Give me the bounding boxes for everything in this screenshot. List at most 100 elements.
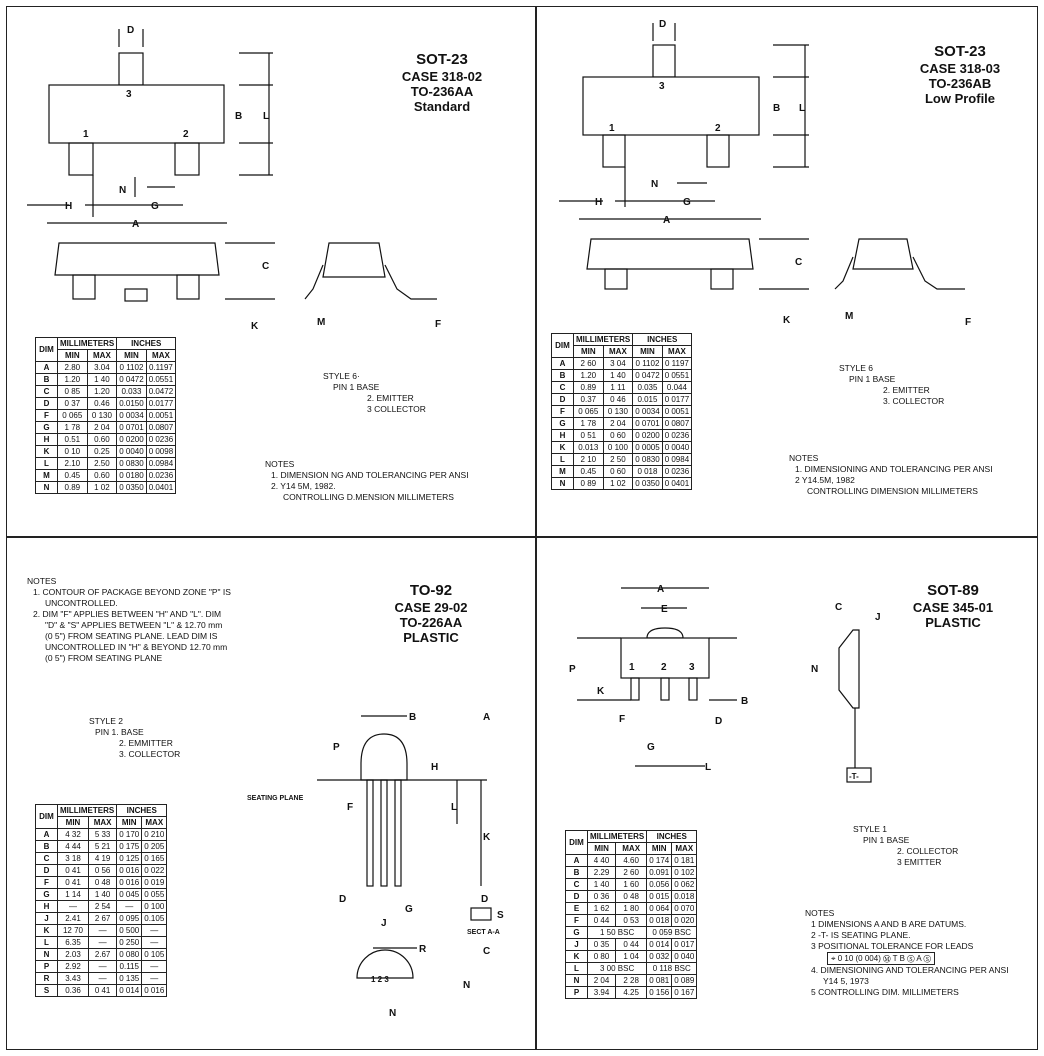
dim-H-label: H xyxy=(431,762,438,773)
lead-1 xyxy=(68,142,94,176)
side-view-body xyxy=(54,242,220,276)
style-block: STYLE 2 PIN 1. BASE 2. EMMITTER 3. COLLE… xyxy=(89,716,181,759)
seating-plane-label: SEATING PLANE xyxy=(247,795,304,802)
dim-F-label: F xyxy=(965,317,971,328)
package-to92: NOTES 1. CONTOUR OF PACKAGE BEYOND ZONE … xyxy=(6,537,536,1050)
dim-M-label: M xyxy=(845,311,853,322)
dim-B-label: B xyxy=(235,111,242,122)
dim-N-label: N xyxy=(651,179,658,190)
dim-B-label: B xyxy=(741,696,748,707)
style-block: STYLE 6 PIN 1 BASE 2. EMITTER 3. COLLECT… xyxy=(839,363,945,406)
pin-1-label: 1 xyxy=(83,129,89,140)
package-drawing: B A P H SEATING PLANE L K F D G J D S SE… xyxy=(247,712,504,1019)
pin-2-label: 2 xyxy=(715,123,721,134)
dim-N-label: N xyxy=(811,664,818,675)
dim-F-label: F xyxy=(435,319,441,330)
side-lead xyxy=(72,274,96,300)
package-drawing: 3 1 2 D B L N G H A C K M F xyxy=(559,19,971,328)
dim-L-label: L xyxy=(263,111,269,122)
dim-C-label: C xyxy=(483,946,490,957)
dim-N2-label: N xyxy=(389,1008,396,1019)
dim-L-label: L xyxy=(705,762,711,773)
pin-2-label: 2 xyxy=(661,662,667,673)
dim-D-label: D xyxy=(659,19,666,30)
dim-K-label: K xyxy=(597,686,605,697)
side-view xyxy=(838,629,860,709)
dim-L-label: L xyxy=(799,103,805,114)
dim-F-label: F xyxy=(347,802,353,813)
package-drawing: 3 1 2 D B L N G H A C K M F xyxy=(27,25,441,332)
dim-P-label: P xyxy=(569,664,576,675)
tolerance-frame: ⌖ 0 10 (0 004) Ⓜ T B Ⓢ A Ⓢ xyxy=(827,952,936,965)
pin-1-label: 1 xyxy=(629,662,635,673)
dim-D-label: D xyxy=(715,716,722,727)
dim-C-label: C xyxy=(262,261,269,272)
lead-2 xyxy=(174,142,200,176)
end-view-body xyxy=(322,242,386,278)
package-drawing: A E 1 2 3 P K B F D G L C J N -T- xyxy=(569,584,881,783)
sect-aa xyxy=(470,907,492,921)
dim-G-label: G xyxy=(647,742,655,753)
package-title: SOT-23 CASE 318-03 TO-236AB Low Profile xyxy=(919,43,1001,106)
dim-F-label: F xyxy=(619,714,625,725)
dim-D2-label: D xyxy=(481,894,488,905)
dim-J-label: J xyxy=(875,612,881,623)
package-sot23-standard: SOT-23 CASE 318-02 TO-236AA Standard 3 1… xyxy=(6,6,536,537)
to92-body xyxy=(360,733,408,781)
package-title: SOT-89 CASE 345-01 PLASTIC xyxy=(912,582,994,630)
dim-M-label: M xyxy=(317,317,325,328)
pin-3-label: 3 xyxy=(659,81,665,92)
notes-block: NOTES 1. CONTOUR OF PACKAGE BEYOND ZONE … xyxy=(27,576,231,663)
dim-A-label: A xyxy=(657,584,664,595)
pin-3-label: 3 xyxy=(126,89,132,100)
package-title: SOT-23 CASE 318-02 TO-236AA Standard xyxy=(401,51,483,114)
dim-C-label: C xyxy=(795,257,802,268)
package-sot23-low-profile: SOT-23 CASE 318-03 TO-236AB Low Profile … xyxy=(536,6,1038,537)
pin-1-label: 1 xyxy=(609,123,615,134)
dim-B-label: B xyxy=(409,712,416,723)
dim-A-label: A xyxy=(663,215,670,226)
sot89-body xyxy=(620,637,710,679)
pin-3-label: 3 xyxy=(689,662,695,673)
dim-L-label: L xyxy=(451,802,457,813)
package-sot89: SOT-89 CASE 345-01 PLASTIC A E 1 2 3 P K… xyxy=(536,537,1038,1050)
seating-plane-T: -T- xyxy=(849,772,859,781)
dim-S-label: S xyxy=(497,910,504,921)
dim-K-label: K xyxy=(251,321,259,332)
dim-R-label: R xyxy=(419,944,427,955)
